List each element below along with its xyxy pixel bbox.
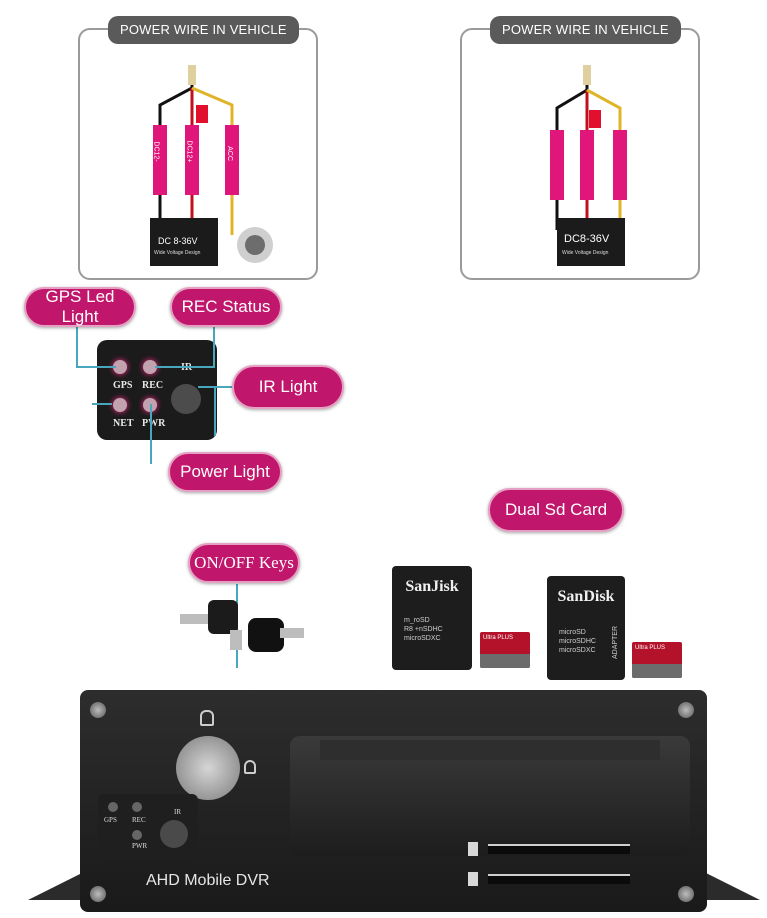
power-wire-panel-right: POWER WIRE IN VEHICLE DC8-36V Wide Volta… bbox=[460, 16, 700, 280]
screw-bl bbox=[90, 886, 106, 902]
led-indicator-panel: GPS REC IR NET PWR bbox=[97, 340, 217, 440]
microsd-card-2: Ultra PLUS bbox=[632, 642, 682, 678]
rec-led bbox=[143, 360, 157, 374]
rec-connector bbox=[213, 325, 215, 367]
gps-led-label: GPS bbox=[113, 380, 133, 391]
sd-card-adapter-1: SanJisk m_roSD R8 +nSDHC microSDXC bbox=[392, 566, 472, 670]
callout-ir-light: IR Light bbox=[232, 365, 344, 409]
microsd-card-1: Ultra PLUS bbox=[480, 632, 530, 668]
gps-led bbox=[113, 360, 127, 374]
dvr-ir-label: IR bbox=[174, 808, 181, 816]
power-wire-panel-left: POWER WIRE IN VEHICLE DC12- DC12+ ACC DC… bbox=[78, 16, 318, 280]
door-handle[interactable] bbox=[320, 740, 660, 760]
power-box-label-right: DC8-36V bbox=[564, 233, 610, 245]
wire-label-dc12-plus: DC12+ bbox=[185, 140, 193, 163]
power-box-label-left: DC 8-36V bbox=[158, 236, 198, 246]
ir-connector-v bbox=[214, 386, 216, 436]
pwr-led-label: PWR bbox=[142, 418, 166, 429]
sd-card-2-line1: microSD bbox=[559, 629, 586, 636]
dvr-model-label: AHD Mobile DVR bbox=[146, 872, 270, 889]
lock-icon bbox=[200, 710, 214, 726]
sd-card-1-brand: SanJisk bbox=[405, 578, 459, 595]
gps-connector-h bbox=[76, 366, 116, 368]
sd-card-2-adapter-label: ADAPTER bbox=[612, 625, 620, 660]
wiring-diagram-left bbox=[150, 65, 273, 266]
microsd-1-label: Ultra PLUS bbox=[483, 635, 514, 641]
sd-slot-icon-1 bbox=[468, 842, 478, 856]
dvr-mount-left bbox=[28, 870, 88, 900]
sd-slot-1[interactable] bbox=[488, 844, 630, 854]
rec-led-label: REC bbox=[142, 380, 164, 391]
wire-label-acc: ACC bbox=[225, 146, 233, 161]
sd-card-adapter-2: SanDisk microSD microSDHC microSDXC ADAP… bbox=[547, 576, 625, 680]
dvr-unit: GPS REC PWR IR AHD Mobile DVR bbox=[80, 690, 707, 912]
sd-card-2-line2: microSDHC bbox=[559, 638, 596, 645]
sd-card-1-line3: microSDXC bbox=[404, 635, 441, 642]
wire-label-dc12-minus: DC12- bbox=[152, 141, 160, 162]
rec-connector-h bbox=[155, 366, 215, 368]
sd-slot-icon-2 bbox=[468, 872, 478, 886]
net-led-label: NET bbox=[113, 418, 134, 429]
panel-title-left: POWER WIRE IN VEHICLE bbox=[108, 16, 299, 44]
ir-connector-h bbox=[198, 386, 234, 388]
power-box-sublabel-right: Wide Voltage Design bbox=[562, 250, 609, 256]
lock-keyhole[interactable] bbox=[176, 736, 240, 800]
dvr-rec-led bbox=[132, 802, 142, 812]
power-connector bbox=[150, 404, 152, 464]
screw-tr bbox=[678, 702, 694, 718]
callout-power-light: Power Light bbox=[168, 452, 282, 492]
callout-gps-led-light: GPS Led Light bbox=[24, 287, 136, 327]
callout-rec-status: REC Status bbox=[170, 287, 282, 327]
unlock-icon bbox=[244, 760, 256, 774]
panel-title-right: POWER WIRE IN VEHICLE bbox=[490, 16, 681, 44]
dvr-gps-label: GPS bbox=[104, 816, 117, 824]
gps-connector bbox=[76, 325, 78, 367]
ir-sensor bbox=[171, 384, 201, 414]
dvr-mount-right bbox=[700, 870, 760, 900]
net-connector-h bbox=[92, 403, 112, 405]
callout-onoff-keys: ON/OFF Keys bbox=[188, 543, 300, 583]
power-box-sublabel-left: Wide Voltage Design bbox=[154, 250, 201, 256]
callout-dual-sd-card: Dual Sd Card bbox=[488, 488, 624, 532]
screw-br bbox=[678, 886, 694, 902]
dvr-rec-label: REC bbox=[132, 816, 146, 824]
net-led bbox=[113, 398, 127, 412]
sd-card-2-line3: microSDXC bbox=[559, 647, 596, 654]
sd-slot-2[interactable] bbox=[488, 874, 630, 884]
key-icon bbox=[180, 600, 304, 652]
wiring-diagram-right bbox=[550, 65, 627, 266]
dvr-pwr-label: PWR bbox=[132, 842, 148, 850]
sd-card-1-line1: m_roSD bbox=[404, 617, 430, 624]
dvr-pwr-led bbox=[132, 830, 142, 840]
dvr-gps-led bbox=[108, 802, 118, 812]
microsd-2-label: Ultra PLUS bbox=[635, 645, 666, 651]
sd-card-2-brand: SanDisk bbox=[557, 588, 615, 605]
sd-card-1-line2: R8 +nSDHC bbox=[404, 626, 443, 633]
screw-tl bbox=[90, 702, 106, 718]
dvr-ir-sensor bbox=[160, 820, 188, 848]
